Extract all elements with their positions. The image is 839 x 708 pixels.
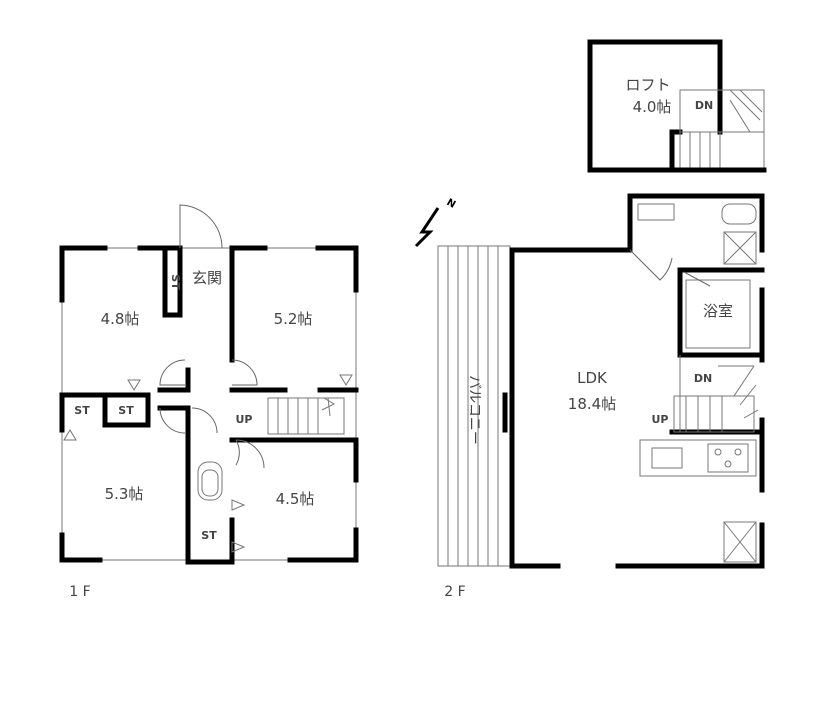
balcony bbox=[437, 245, 511, 567]
floor-1-plan: 4.8帖 5.2帖 5.3帖 4.5帖 玄関 ST ST ST ST UP 1 … bbox=[59, 204, 359, 600]
storage-vertical-label: ST bbox=[169, 274, 182, 290]
floor-2-label: 2 F bbox=[444, 584, 465, 600]
tub-icon bbox=[721, 203, 757, 225]
room-5-2-label: 5.2帖 bbox=[274, 310, 313, 328]
stairs-1f bbox=[267, 397, 345, 435]
ldk-size-label: 18.4帖 bbox=[568, 395, 616, 413]
entrance-door bbox=[179, 204, 223, 249]
svg-text:N: N bbox=[445, 197, 458, 211]
door-5-2 bbox=[231, 359, 258, 386]
room-4-8-label: 4.8帖 bbox=[101, 310, 140, 328]
door-4-8 bbox=[159, 359, 186, 386]
loft-stairs-dn-label: DN bbox=[695, 99, 713, 112]
storage-x-icon bbox=[723, 521, 757, 563]
door-washroom bbox=[629, 249, 673, 281]
door-4-5-arc bbox=[235, 439, 265, 469]
north-arrow-icon: N bbox=[414, 197, 458, 248]
loft-name-label: ロフト bbox=[625, 76, 670, 94]
closet-x-icon bbox=[723, 231, 757, 265]
floor-2-plan: バルコニー bbox=[414, 193, 765, 600]
door-toilet bbox=[191, 407, 218, 434]
ldk-label: LDK bbox=[577, 369, 608, 387]
stairs-2f bbox=[673, 365, 759, 433]
door-5-3 bbox=[159, 407, 186, 434]
bath-label: 浴室 bbox=[703, 302, 733, 320]
sink-icon bbox=[637, 203, 675, 221]
door-4-5 bbox=[235, 439, 240, 466]
room-4-5-label: 4.5帖 bbox=[276, 490, 315, 508]
room-5-3-label: 5.3帖 bbox=[105, 485, 144, 503]
toilet-icon bbox=[197, 461, 223, 501]
storage-b-label: ST bbox=[118, 404, 134, 417]
stairs-up-label-2f: UP bbox=[652, 413, 669, 426]
door-bath bbox=[683, 271, 711, 287]
kitchen-counter bbox=[639, 439, 757, 477]
loft-size-label: 4.0帖 bbox=[633, 98, 672, 116]
stairs-up-label-1f: UP bbox=[236, 413, 253, 426]
entrance-label: 玄関 bbox=[192, 269, 222, 287]
storage-a-label: ST bbox=[74, 404, 90, 417]
loft-plan: ロフト 4.0帖 DN bbox=[587, 39, 767, 173]
floor-1-label: 1 F bbox=[69, 584, 90, 600]
storage-c-label: ST bbox=[201, 529, 217, 542]
balcony-label: バルコニー bbox=[466, 375, 482, 445]
stairs-dn-label-2f: DN bbox=[694, 372, 712, 385]
